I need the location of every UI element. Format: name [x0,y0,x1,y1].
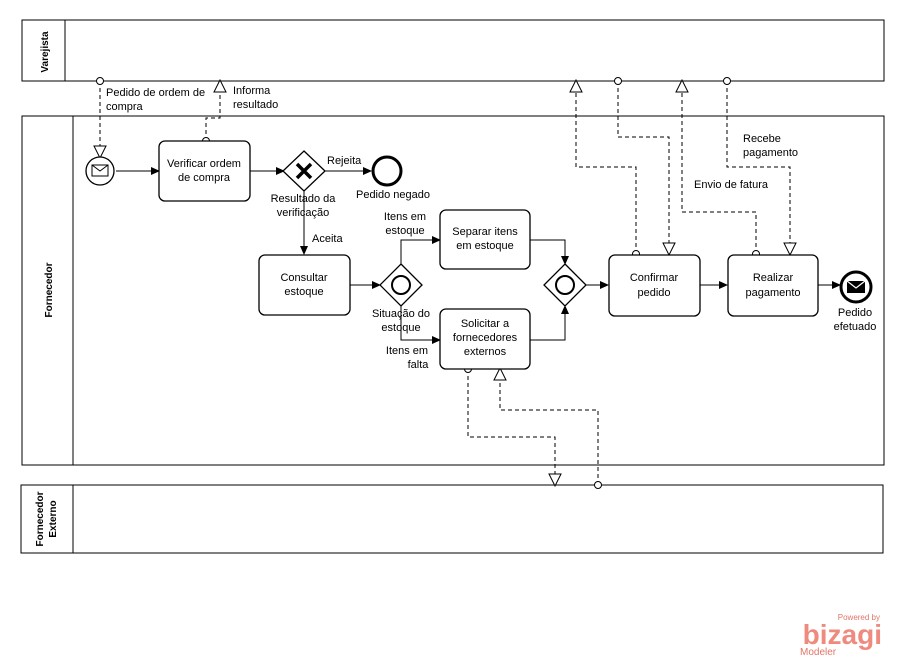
task-separar-label-1: Separar itens [452,226,518,238]
label-pedido-ordem-1: Pedido de ordem de [106,87,205,99]
circle-icon [391,275,411,295]
brand-name: bizagi [803,619,882,650]
task-consultar-label-1: Consultar [280,272,327,284]
task-solicitar-label-1: Solicitar a [461,318,510,330]
task-realizar-label-1: Realizar [753,272,794,284]
label-envio-fatura: Envio de fatura [694,179,769,191]
end-event-pedido-negado[interactable] [371,155,403,187]
pool-fornecedor-externo-label-1: Fornecedor [35,491,46,546]
message-flow-recebe-pagamento[interactable] [727,81,790,254]
label-informa-1: Informa [233,85,271,97]
flow-itens-falta[interactable] [400,305,441,344]
brand-product: Modeler [800,647,837,658]
task-confirmar-pedido[interactable]: Confirmar pedido [608,254,701,317]
pool-varejista[interactable]: Varejista [21,19,885,82]
message-flow-externo-solicitar[interactable] [500,369,598,485]
envelope-icon [91,164,109,177]
bizagi-logo: Powered by bizagi Modeler [800,613,882,658]
label-recebe-2: pagamento [743,147,798,159]
task-consultar-label-2: estoque [284,286,323,298]
label-resultado-2: verificação [277,207,330,219]
inclusive-gateway-situacao[interactable] [379,263,423,307]
label-resultado-1: Resultado da [271,193,337,205]
pool-fornecedor-externo[interactable]: Fornecedor Externo [20,484,884,554]
inclusive-gateway-join[interactable] [543,263,587,307]
flow-solicitar-join[interactable] [530,305,569,341]
powered-by-text: Powered by [838,613,880,622]
label-rejeita: Rejeita [327,155,362,167]
task-separar-label-2: em estoque [456,240,513,252]
pool-varejista-label: Varejista [40,31,51,73]
start-message-event[interactable] [85,156,115,186]
task-verificar-ordem[interactable]: Verificar ordem de compra [158,140,251,202]
pool-fornecedor-label: Fornecedor [44,262,55,317]
label-aceita: Aceita [312,233,343,245]
label-recebe-1: Recebe [743,133,781,145]
circle-icon [555,275,575,295]
message-flow-informa-resultado[interactable] [206,81,220,141]
x-icon [295,162,313,180]
label-informa-2: resultado [233,99,278,111]
task-verificar-label-1: Verificar ordem [167,158,241,170]
task-solicitar-label-3: externos [464,346,507,358]
label-pedido-ordem-2: compra [106,101,144,113]
label-itens-falta-1: Itens em [386,345,428,357]
label-situacao-2: estoque [381,322,420,334]
label-itens-falta-2: falta [408,359,430,371]
label-pedido-efetuado-1: Pedido [838,307,872,319]
label-itens-estoque-1: Itens em [384,211,426,223]
message-flow-varejista-confirmar[interactable] [618,81,669,254]
task-consultar-estoque[interactable]: Consultar estoque [258,254,351,316]
task-realizar-label-2: pagamento [745,287,800,299]
flow-separar-join[interactable] [530,239,569,265]
task-solicitar-label-2: fornecedores [453,332,518,344]
pool-fornecedor-externo-label-2: Externo [48,500,59,537]
label-situacao-1: Situação do [372,308,430,320]
label-itens-estoque-2: estoque [385,225,424,237]
task-separar-itens[interactable]: Separar itens em estoque [439,209,531,270]
task-verificar-label-2: de compra [178,172,231,184]
label-pedido-negado: Pedido negado [356,189,430,201]
task-solicitar-fornecedores[interactable]: Solicitar a fornecedores externos [439,308,531,370]
label-pedido-efetuado-2: efetuado [834,321,877,333]
exclusive-gateway-resultado[interactable] [282,150,326,192]
filled-envelope-icon [846,280,866,293]
end-message-event-pedido-efetuado[interactable] [839,270,873,304]
flow-itens-estoque[interactable] [400,236,441,265]
task-confirmar-label-1: Confirmar [630,272,679,284]
task-confirmar-label-2: pedido [637,287,670,299]
task-realizar-pagamento[interactable]: Realizar pagamento [727,254,819,317]
